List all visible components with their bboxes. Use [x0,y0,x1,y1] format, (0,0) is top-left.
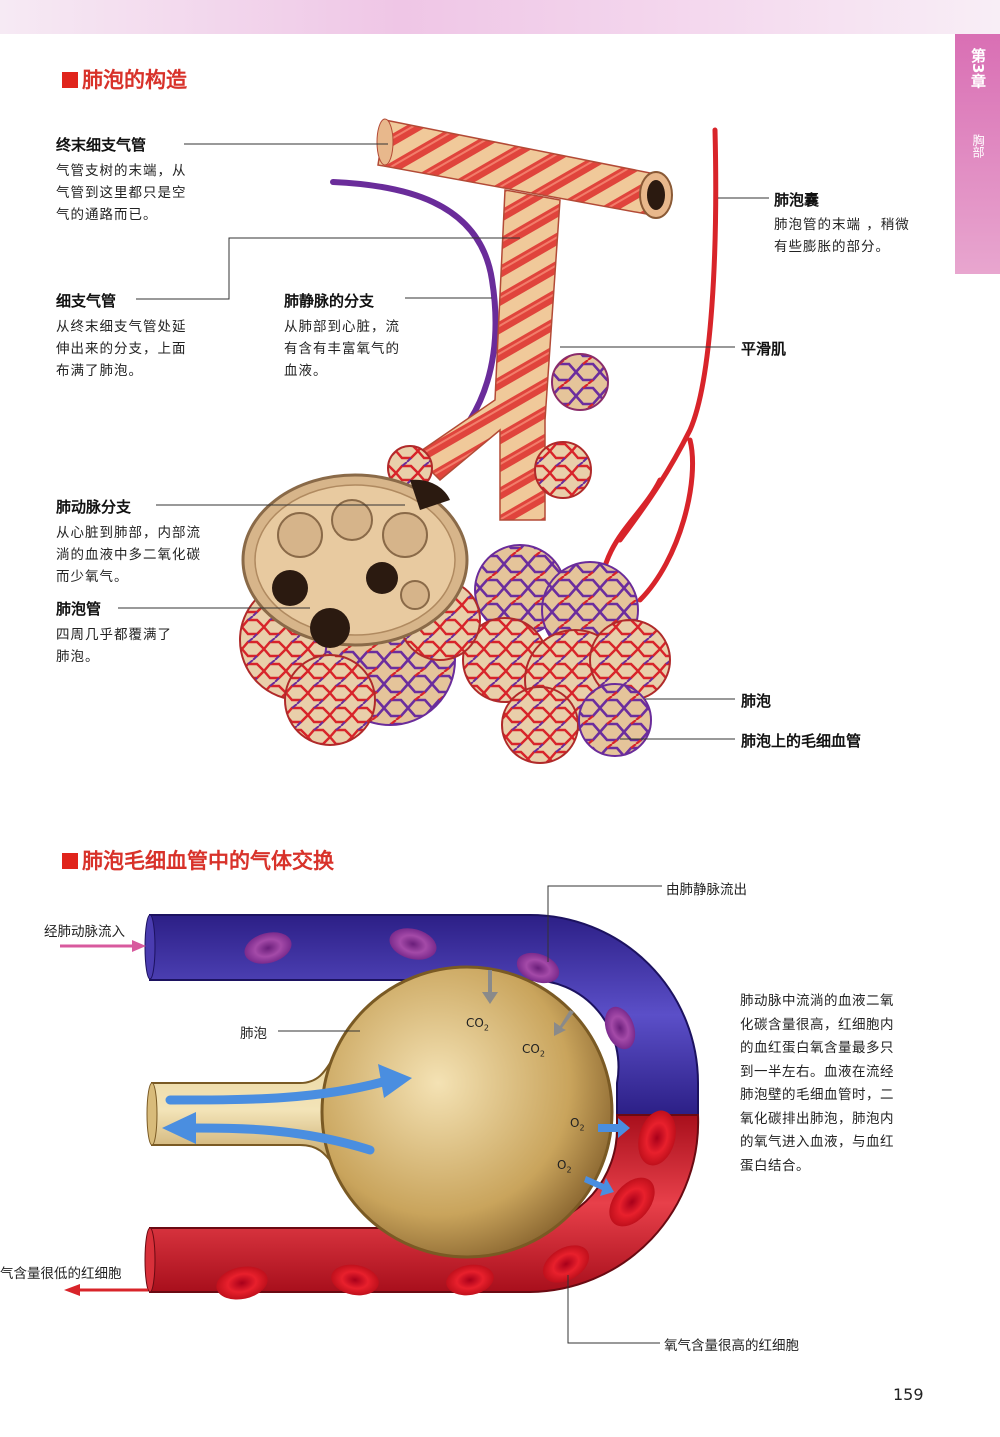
pulmonary-vein-branch-title: 肺静脉的分支 [284,292,375,310]
co2-label-1: CO2 [466,1016,489,1033]
high-o2-rbc-label: 氧气含量很高的红细胞 [664,1338,799,1354]
alveolar-sac-cluster [462,544,671,764]
sectioned-alveolar-cluster [239,473,481,746]
alveolus-label-2: 肺泡 [240,1026,267,1042]
artery-inflow-label: 经肺动脉流入 [44,924,125,940]
alveolar-duct-title: 肺泡管 [56,600,102,618]
bronchiole-tube [413,189,561,521]
alveolus-sphere [320,965,614,1259]
vein-outflow-label: 由肺静脉流出 [666,882,747,898]
page-number: 159 [893,1385,924,1404]
capillary-red-segment [149,1114,700,1293]
rbc-high-o2-group [216,1110,676,1300]
outflow-arrow-icon [185,1123,375,1155]
terminal-bronchiole-title: 终末细支气管 [56,136,147,154]
smooth-muscle-label: 平滑肌 [741,340,787,358]
header-band [0,0,1000,34]
co2-label-2: CO2 [522,1042,545,1059]
o2-label-1: O2 [570,1116,585,1133]
bronchiole-desc: 从终末细支气管处延 伸出来的分支，上面 布满了肺泡。 [56,319,187,379]
rbc-outflow-arrow-icon [64,1284,80,1296]
alveolar-sac-title: 肺泡囊 [774,191,820,209]
chapter-label: 第3章 [969,48,987,89]
title-square-icon [62,853,78,869]
alveolus-label: 肺泡 [741,692,772,710]
o2-label-2: O2 [557,1158,572,1175]
pulmonary-vein-branch-desc: 从肺部到心脏，流 有含有丰富氧气的 血液。 [284,319,400,379]
inflow-arrow-icon [165,1075,395,1105]
pulmonary-artery-branch-title: 肺动脉分支 [56,498,132,516]
section1-title: 肺泡的构造 [62,64,187,94]
bronchiole-title: 细支气管 [56,292,117,310]
chapter-tab: 第3章 胸部 [955,34,1000,274]
alveolar-duct-desc: 四周几乎都覆满了 肺泡。 [56,627,172,665]
section2-title: 肺泡毛细血管中的气体交换 [62,845,334,875]
part-label: 胸部 [971,134,985,158]
artery-inflow-arrow-icon [132,940,146,952]
pulmonary-artery-branch-desc: 从心脏到肺部，内部流 淌的血液中多二氧化碳 而少氧气。 [56,525,201,585]
low-o2-rbc-label: 气含量很低的红细胞 [0,1266,122,1282]
terminal-bronchiole-desc: 气管支树的末端，从 气管到这里都只是空 气的通路而已。 [56,163,187,223]
alveolar-duct-tube [151,1038,351,1182]
rbc-low-o2-group [244,928,636,1050]
gas-exchange-paragraph: 肺动脉中流淌的血液二氧 化碳含量很高，红细胞内 的血红蛋白氧含量最多只 到一半左… [740,993,894,1174]
alveolar-capillary-label: 肺泡上的毛细血管 [741,732,862,750]
alveolar-sac-desc: 肺泡管的末端 ，稍微 有些膨胀的部分。 [774,217,910,255]
capillary-blue-segment [149,914,699,1116]
title-square-icon [62,72,78,88]
